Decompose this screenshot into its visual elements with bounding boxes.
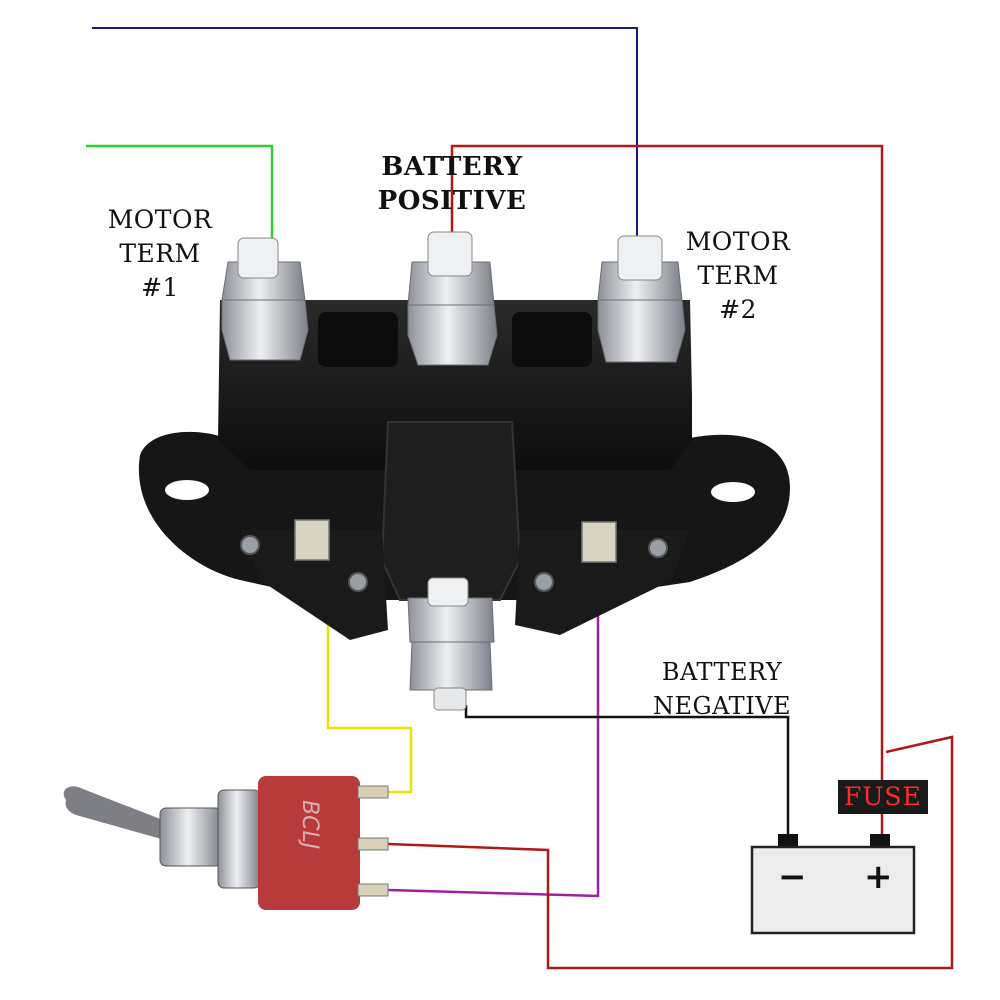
solenoid-lower-body <box>515 530 690 635</box>
switch-pin <box>357 883 389 897</box>
label-motor-term-1: MOTOR TERM #1 <box>92 203 228 305</box>
label-battery-positive: BATTERY POSITIVE <box>362 150 542 218</box>
screw <box>648 538 668 558</box>
terminal-battery-negative <box>407 577 495 711</box>
wire-battery-positive <box>450 144 884 845</box>
wire-fuse-loop <box>387 735 954 970</box>
battery-post-negative <box>778 834 798 848</box>
label-fuse: FUSE <box>838 780 928 814</box>
switch-pin <box>357 785 389 799</box>
coil-tab-left <box>294 519 330 561</box>
label-battery-negative: BATTERY NEGATIVE <box>632 655 812 723</box>
terminal-battery-positive <box>407 231 498 366</box>
label-line: BATTERY <box>381 152 523 182</box>
label-line: #2 <box>719 295 757 324</box>
battery-negative-sign: − <box>778 857 807 897</box>
switch-thread <box>159 807 223 867</box>
toggle-switch <box>63 776 389 910</box>
wire-switch-purple <box>387 560 600 898</box>
label-line: #1 <box>141 273 179 302</box>
switch-nut <box>217 789 261 889</box>
battery-post-positive <box>870 834 890 848</box>
wire-battery-negative <box>464 705 790 845</box>
switch-marking: BCLJ <box>297 800 322 850</box>
switch-lever <box>63 786 168 840</box>
label-line: NEGATIVE <box>652 692 792 720</box>
terminal-motor-2 <box>597 235 686 363</box>
battery-positive-sign: + <box>864 857 893 897</box>
solenoid-lower-body <box>240 530 388 640</box>
battery-body <box>750 845 916 935</box>
screw <box>348 572 368 592</box>
label-line: TERM <box>697 261 779 290</box>
wire-motor-term-1 <box>86 144 274 240</box>
solenoid <box>138 300 790 640</box>
label-line: POSITIVE <box>377 186 527 216</box>
screw <box>534 572 554 592</box>
coil-tab-right <box>581 521 617 563</box>
label-line: MOTOR <box>107 205 213 234</box>
label-line: BATTERY <box>661 658 783 686</box>
label-line: TERM <box>119 239 201 268</box>
screw <box>240 535 260 555</box>
mount-hole-left <box>165 480 209 500</box>
solenoid-center-block <box>380 421 522 601</box>
battery <box>750 834 916 935</box>
wire-motor-term-2 <box>92 27 638 240</box>
mount-hole-right <box>711 482 755 502</box>
solenoid-top-recess <box>512 312 592 367</box>
label-motor-term-2: MOTOR TERM #2 <box>670 225 806 327</box>
solenoid-top-recess <box>318 312 398 367</box>
terminal-motor-1 <box>221 237 309 361</box>
switch-body <box>258 776 360 910</box>
label-line: MOTOR <box>685 227 791 256</box>
wire-switch-yellow <box>326 560 413 794</box>
switch-pin <box>357 837 389 851</box>
